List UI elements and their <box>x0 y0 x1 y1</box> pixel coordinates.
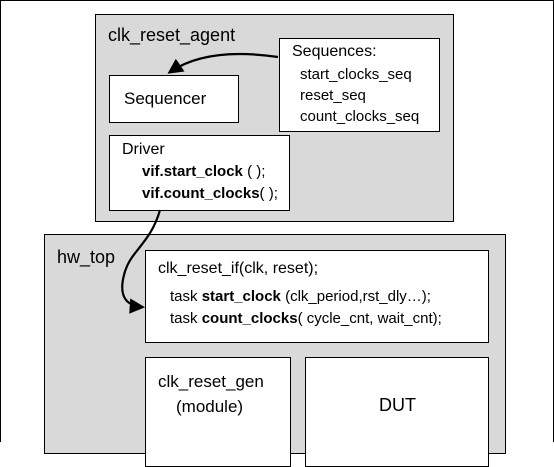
driver-call-start-clock-name: start_clock <box>163 163 243 180</box>
interface-task-start-clock-args: (clk_period,rst_dly…); <box>280 288 431 305</box>
sequences-heading: Sequences: <box>292 43 377 60</box>
driver-call-start-clock-suffix: ( ); <box>242 163 266 180</box>
clk-reset-agent-title: clk_reset_agent <box>108 25 236 45</box>
driver-box: Driver vif.start_clock ( ); vif.count_cl… <box>109 135 290 211</box>
sequencer-box: Sequencer <box>109 75 239 123</box>
interface-task-start-clock-name: start_clock <box>201 288 281 305</box>
interface-task-count-clocks: task count_clocks( cycle_cnt, wait_cnt); <box>170 310 442 327</box>
driver-title: Driver <box>122 141 165 158</box>
interface-title: clk_reset_if(clk, reset); <box>158 260 319 277</box>
sequence-item-count-clocks: count_clocks_seq <box>300 108 420 125</box>
driver-call-count-clocks-name: vif.count_clocks <box>142 185 260 202</box>
sequence-item-start-clocks: start_clocks_seq <box>300 66 412 83</box>
driver-call-start-clock: vif.start_clock ( ); <box>142 163 265 180</box>
sequence-item-reset: reset_seq <box>300 87 366 104</box>
sequences-box: Sequences: start_clocks_seq reset_seq co… <box>279 38 440 132</box>
clk-reset-gen-label: clk_reset_gen <box>158 372 264 391</box>
sequencer-label: Sequencer <box>124 89 207 108</box>
interface-task-start-clock-prefix: task <box>170 288 202 305</box>
driver-call-start-clock-prefix: vif. <box>142 163 164 180</box>
hw-top-title: hw_top <box>57 247 116 267</box>
interface-task-count-clocks-prefix: task <box>170 310 202 327</box>
clk-reset-gen-box: clk_reset_gen (module) <box>145 357 291 467</box>
driver-call-count-clocks-suffix: ( ); <box>259 185 278 202</box>
interface-task-count-clocks-args: ( cycle_cnt, wait_cnt); <box>297 310 442 327</box>
dut-label: DUT <box>379 395 416 415</box>
driver-call-count-clocks: vif.count_clocks( ); <box>142 185 278 202</box>
dut-box: DUT <box>305 357 489 467</box>
hw-top-container: hw_top clk_reset_if(clk, reset); task st… <box>44 234 506 467</box>
clk-reset-gen-module-label: (module) <box>176 397 244 416</box>
interface-task-count-clocks-name: count_clocks <box>201 310 298 327</box>
clk-reset-if-box: clk_reset_if(clk, reset); task start_clo… <box>145 250 489 343</box>
interface-task-start-clock: task start_clock (clk_period,rst_dly…); <box>170 288 431 305</box>
clk-reset-agent-container: clk_reset_agent Sequencer Sequences: sta… <box>95 14 454 222</box>
